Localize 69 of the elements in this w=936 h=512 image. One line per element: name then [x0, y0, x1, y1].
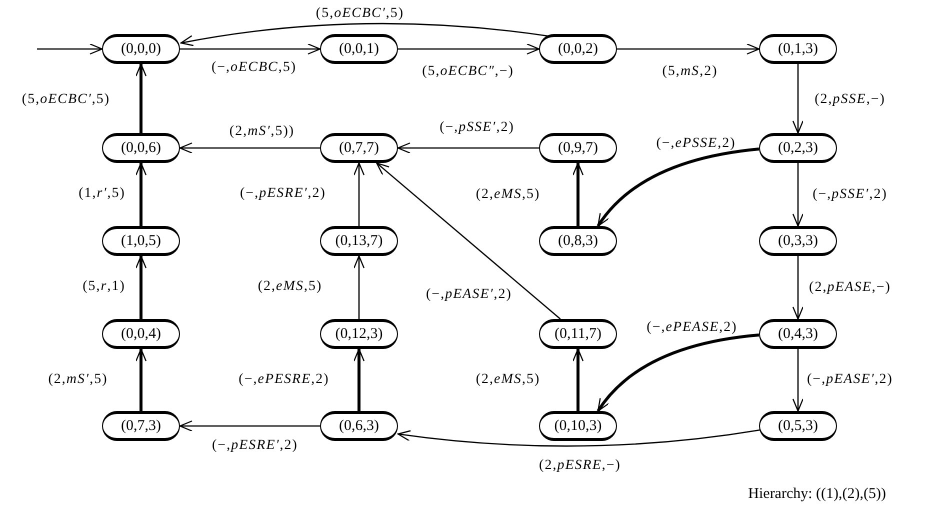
state-node: (0,0,6)	[102, 133, 180, 163]
state-node: (0,10,3)	[539, 411, 617, 441]
edge-label: (5,r,1)	[82, 280, 126, 294]
edge-label: (2,pESRE,−)	[539, 459, 621, 473]
state-node: (0,12,3)	[320, 319, 398, 349]
edge-label: (−,ePSSE,2)	[656, 137, 736, 151]
state-node: (0,9,7)	[539, 133, 617, 163]
state-node: (0,2,3)	[759, 133, 837, 163]
edge-label: (−,pEASE′,2)	[807, 373, 893, 387]
edge-label: (5,oECBC′,5)	[22, 93, 110, 107]
arrow	[792, 349, 804, 412]
edge-label: (2,eMS,5)	[476, 373, 540, 387]
edge-label: (2,pSSE,−)	[814, 93, 886, 107]
arrow	[135, 63, 147, 133]
edge-label: (−,oECBC,5)	[212, 61, 296, 75]
state-node: (0,0,1)	[320, 34, 398, 64]
state-node: (0,3,3)	[759, 226, 837, 256]
arrow	[792, 64, 804, 134]
edge-label: (−,pSSE′,2)	[440, 121, 514, 135]
arrow	[572, 348, 584, 411]
edge-label: (2,mS′,5))	[229, 125, 295, 139]
arrow	[617, 43, 760, 55]
state-node: (0,4,3)	[759, 319, 837, 349]
state-node: (0,0,2)	[539, 34, 617, 64]
hierarchy-note: Hierarchy: ((1),(2),(5))	[748, 487, 886, 502]
arrow	[353, 255, 365, 319]
edge-label: (2,eMS,5)	[258, 280, 322, 294]
edge-label: (5,oECBC′,5)	[316, 7, 404, 21]
edge-label: (2,mS′,5)	[48, 373, 108, 387]
arrow	[397, 142, 539, 154]
state-node: (0,11,7)	[539, 319, 617, 349]
edge-label: (2,pEASE,−)	[809, 281, 891, 295]
state-node: (1,0,5)	[102, 226, 180, 256]
arrow	[353, 348, 365, 411]
arrow	[572, 162, 584, 226]
state-node: (0,5,3)	[759, 411, 837, 441]
arrow	[596, 148, 760, 227]
edge-label: (−,ePEASE,2)	[646, 321, 738, 335]
edge-label: (5,mS,2)	[662, 65, 718, 79]
arrow	[135, 348, 147, 411]
arrow	[398, 43, 540, 55]
arrow	[792, 256, 804, 320]
state-node: (0,0,4)	[102, 319, 180, 349]
arrow	[596, 334, 760, 412]
edge-label: (2,eMS,5)	[476, 188, 540, 202]
arrow	[376, 162, 561, 320]
edge-label: (−,pSSE′,2)	[812, 188, 888, 202]
arrow	[135, 255, 147, 319]
state-node: (0,7,3)	[102, 411, 180, 441]
arrow	[353, 162, 365, 226]
arrow	[37, 43, 103, 55]
arrow	[792, 163, 804, 227]
arrow	[179, 142, 320, 154]
arrow	[397, 429, 760, 447]
edge-label: (−,pESRE′,2)	[240, 187, 326, 201]
state-node: (0,0,0)	[102, 34, 180, 64]
arrow	[179, 420, 320, 432]
arrow	[135, 162, 147, 226]
edge-label: (−,pEASE′,2)	[426, 288, 512, 302]
state-node: (0,6,3)	[320, 411, 398, 441]
edge-label: (1,r′,5)	[78, 187, 126, 201]
state-node: (0,13,7)	[320, 226, 398, 256]
state-node: (0,1,3)	[759, 34, 837, 64]
state-node: (0,7,7)	[320, 133, 398, 163]
edge-label: (−,pESRE′,2)	[212, 439, 298, 453]
arrow	[180, 43, 321, 55]
state-node: (0,8,3)	[539, 226, 617, 256]
edge-label: (−,ePESRE,2)	[238, 373, 330, 387]
edge-label: (5,oECBC″,−)	[422, 65, 514, 79]
